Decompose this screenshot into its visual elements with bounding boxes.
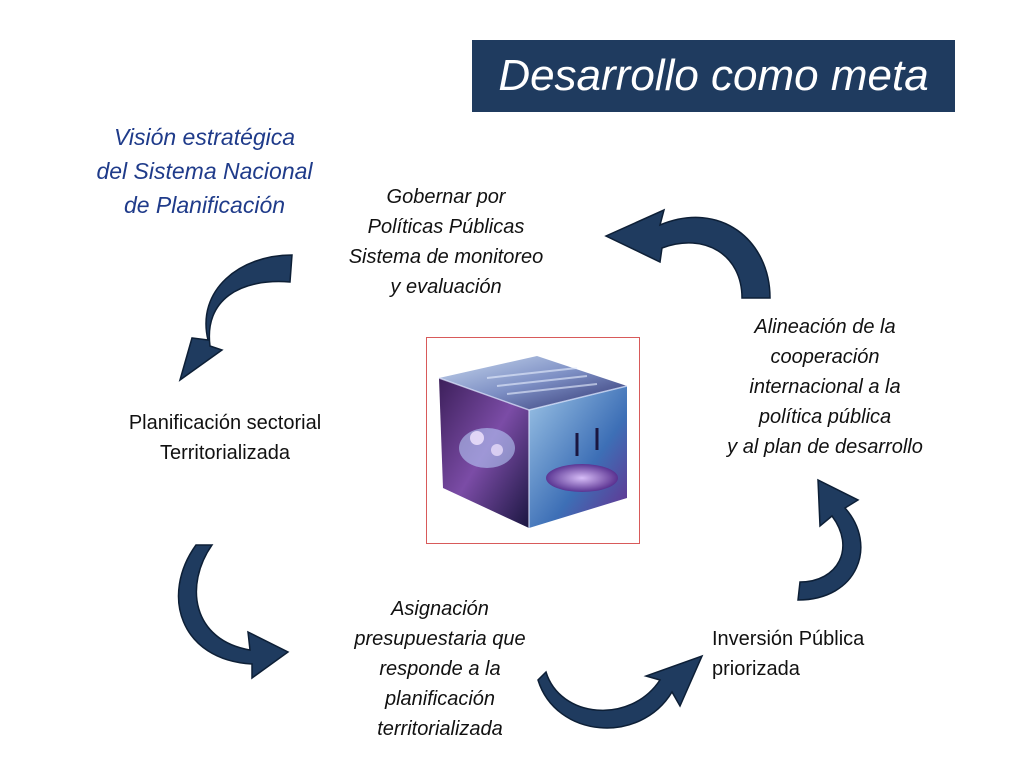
subtitle-line-2: del Sistema Nacional bbox=[96, 158, 313, 184]
node-text-line: y evaluación bbox=[390, 276, 502, 298]
center-image-frame bbox=[426, 337, 640, 544]
node-text-line: Asignación bbox=[391, 598, 489, 620]
node-planificacion-sectorial: Planificación sectorial Territorializada bbox=[105, 408, 345, 468]
subtitle-line-3: de Planificación bbox=[123, 192, 286, 218]
arrow-top-right-icon bbox=[604, 208, 771, 299]
node-gobernar: Gobernar por Políticas Públicas Sistema … bbox=[316, 182, 576, 302]
arrow-bottom-left-icon bbox=[177, 544, 290, 680]
node-text-line: Políticas Públicas bbox=[367, 216, 525, 238]
node-text-line: priorizada bbox=[712, 658, 800, 680]
node-text-line: Inversión Pública bbox=[712, 628, 865, 650]
node-text-line: cooperación bbox=[770, 346, 880, 368]
node-text-line: Alineación de la bbox=[754, 316, 896, 338]
node-text-line: planificación bbox=[384, 688, 496, 710]
node-text-line: Territorializada bbox=[159, 442, 291, 464]
node-asignacion: Asignación presupuestaria que responde a… bbox=[320, 594, 560, 744]
node-text-line: Planificación sectorial bbox=[128, 412, 322, 434]
cube-collage-icon bbox=[438, 356, 628, 528]
node-text-line: política pública bbox=[758, 406, 892, 428]
title-banner: Desarrollo como meta bbox=[472, 40, 955, 112]
node-text-line: presupuestaria que bbox=[354, 628, 526, 650]
subtitle-line-1: Visión estratégica bbox=[113, 124, 296, 150]
node-text-line: responde a la bbox=[379, 658, 501, 680]
page-title: Desarrollo como meta bbox=[498, 51, 929, 100]
node-text-line: territorializada bbox=[377, 718, 503, 740]
node-text-line: internacional a la bbox=[749, 376, 901, 398]
arrow-top-left-icon bbox=[178, 254, 293, 382]
arrow-right-icon bbox=[797, 478, 862, 601]
node-inversion: Inversión Pública priorizada bbox=[712, 624, 912, 684]
node-text-line: Gobernar por bbox=[386, 186, 506, 208]
node-alineacion: Alineación de la cooperación internacion… bbox=[700, 312, 950, 462]
node-text-line: y al plan de desarrollo bbox=[727, 436, 923, 458]
subtitle: Visión estratégica del Sistema Nacional … bbox=[72, 120, 337, 222]
arrow-bottom-icon bbox=[537, 654, 704, 729]
node-text-line: Sistema de monitoreo bbox=[348, 246, 544, 268]
